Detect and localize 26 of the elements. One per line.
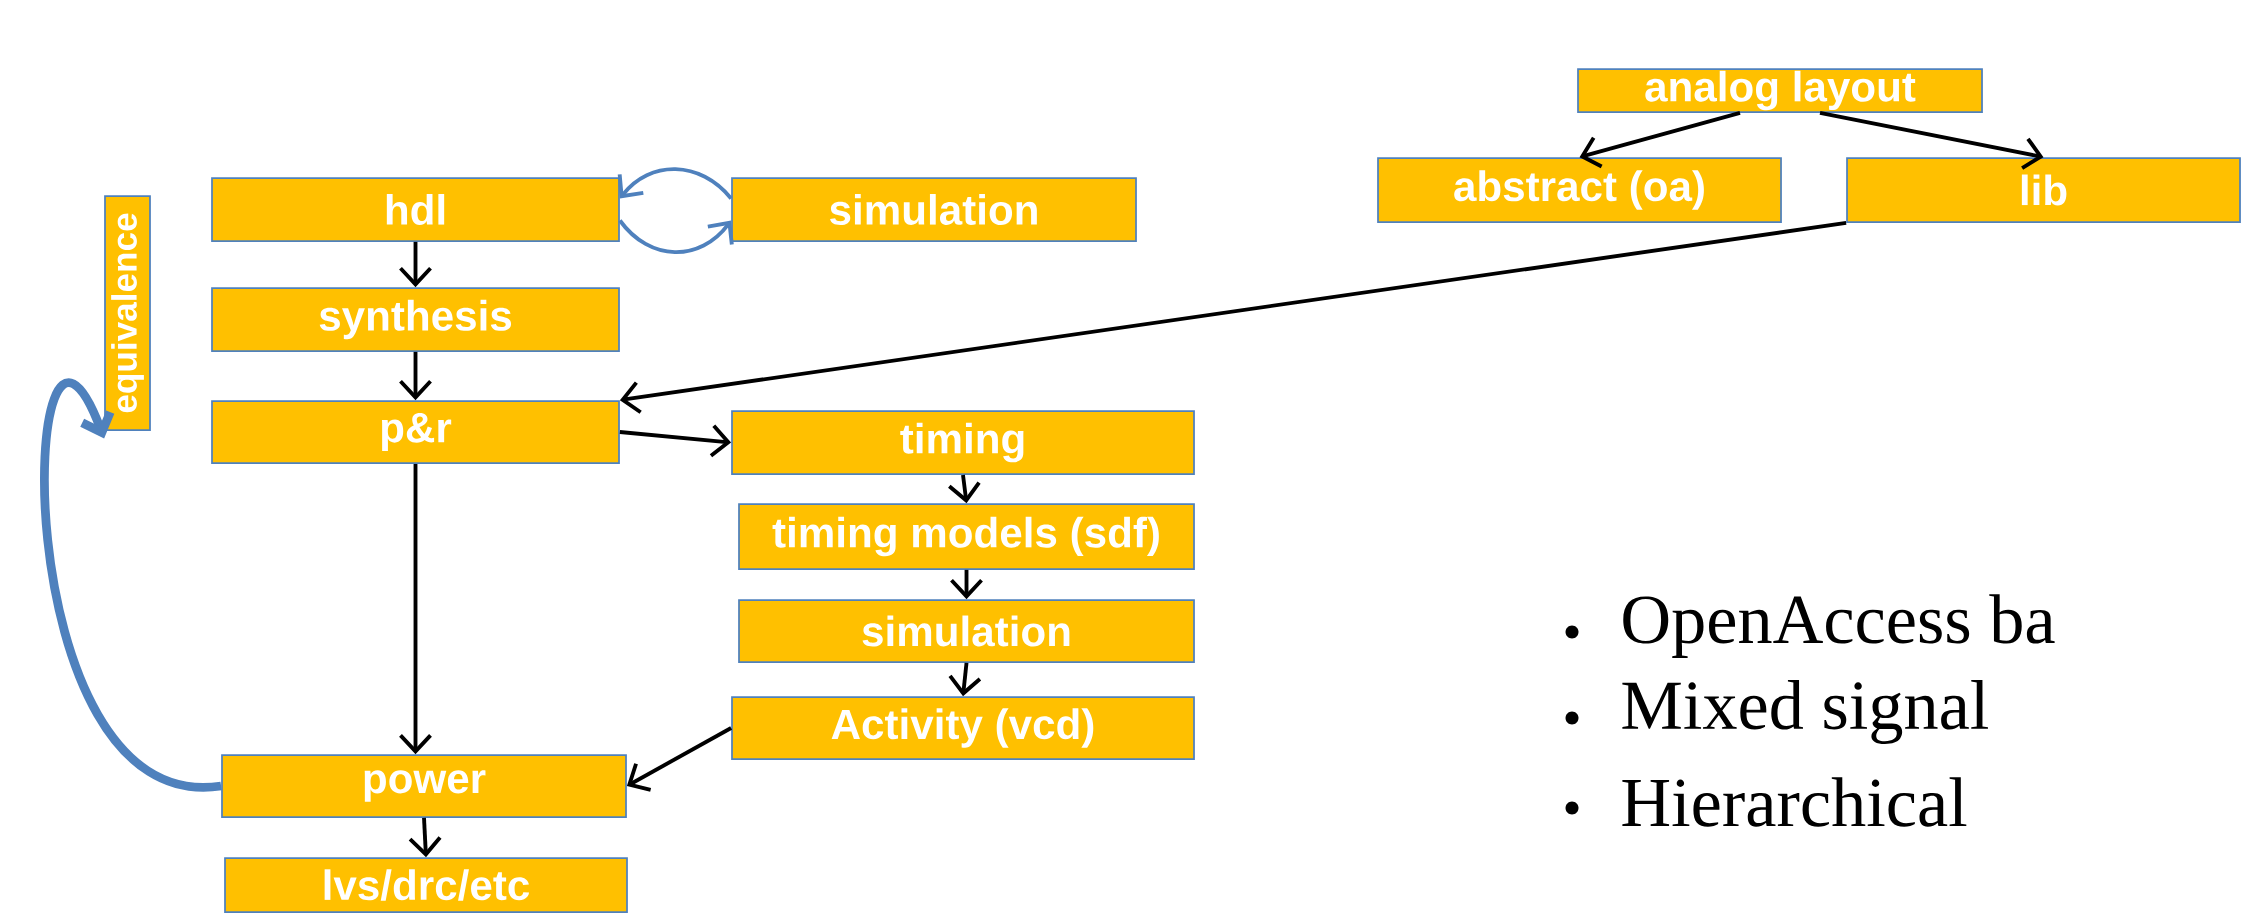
- arrow: [399, 463, 432, 755]
- process-box: power: [221, 754, 627, 818]
- curved-arrow: [617, 167, 733, 200]
- process-box: hdl: [211, 177, 620, 242]
- process-box: lvs/drc/etc: [224, 857, 628, 913]
- arrow: [1819, 111, 2044, 170]
- curved-arrow: [40, 379, 222, 791]
- process-box: abstract (oa): [1377, 157, 1782, 223]
- process-box: Activity (vcd): [731, 696, 1195, 760]
- arrow: [1579, 111, 1741, 169]
- process-box: lib: [1846, 157, 2241, 223]
- vertical-label-box: equivalence: [104, 195, 151, 431]
- process-box: analog layout: [1577, 68, 1983, 113]
- process-box: simulation: [738, 599, 1195, 663]
- arrow: [626, 726, 733, 792]
- bullet-text: OpenAccess ba: [1623, 594, 2055, 658]
- arrow: [619, 220, 1847, 414]
- process-box: timing: [731, 410, 1195, 475]
- bullet-text: Hierarchical: [1622, 777, 1967, 827]
- process-box: synthesis: [211, 287, 620, 352]
- process-box: p&r: [211, 400, 620, 464]
- process-box: timing models (sdf): [738, 503, 1195, 570]
- process-box: simulation: [731, 177, 1137, 242]
- curved-arrow: [618, 219, 734, 255]
- arrow: [619, 424, 732, 458]
- bullet-text: Mixed signal: [1622, 680, 1988, 744]
